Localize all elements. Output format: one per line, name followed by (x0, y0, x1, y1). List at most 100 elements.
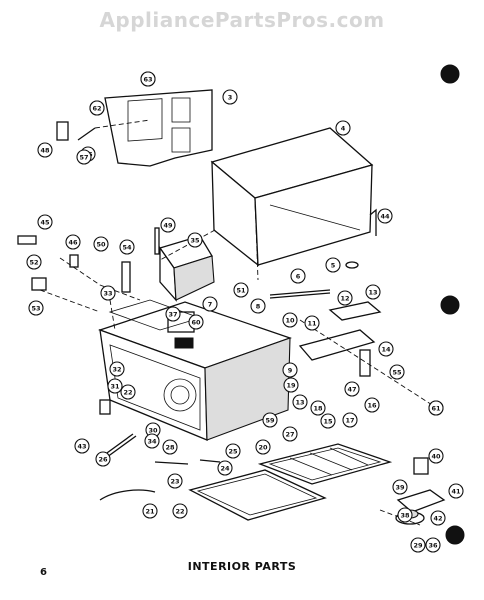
callout-label: 13 (295, 399, 304, 407)
callout-label: 16 (367, 402, 377, 410)
callout-7: 7 (202, 296, 218, 312)
callout-label: 27 (285, 431, 294, 439)
callout-51: 51 (233, 282, 249, 298)
callout-label: 49 (163, 222, 173, 230)
binding-hole-top (440, 64, 460, 84)
callout-label: 61 (431, 405, 441, 413)
callout-19: 19 (283, 377, 299, 393)
callout-label: 40 (431, 453, 441, 461)
diagram-caption: INTERIOR PARTS (187, 560, 297, 573)
part-47-clip (17, 235, 37, 245)
callout-23: 23 (167, 473, 183, 489)
callout-9: 9 (282, 362, 298, 378)
callout-label: 46 (68, 239, 78, 247)
part-42-plate (413, 457, 429, 475)
part-57-bracket (359, 349, 371, 377)
part-26-rod (199, 459, 221, 463)
callout-38: 38 (397, 507, 413, 523)
callout-label: 48 (40, 147, 50, 155)
callout-42: 42 (430, 510, 446, 526)
part-60-screw (77, 127, 96, 141)
part-46-clip (369, 208, 377, 236)
part-51-bracket (154, 227, 160, 255)
callout-12: 12 (337, 290, 353, 306)
part-37-base (174, 337, 194, 349)
callout-label: 7 (208, 301, 213, 309)
callout-label: 32 (112, 366, 121, 374)
callout-54: 54 (119, 239, 135, 255)
callout-60: 60 (188, 314, 204, 330)
callout-label: 11 (307, 320, 317, 328)
callout-label: 22 (175, 508, 184, 516)
callout-label: 53 (31, 305, 40, 313)
callout-59: 59 (262, 412, 278, 428)
callout-label: 62 (92, 105, 101, 113)
callout-label: 44 (380, 213, 390, 221)
callout-41: 41 (448, 483, 464, 499)
callout-label: 52 (29, 259, 38, 267)
callout-40: 40 (428, 448, 444, 464)
callout-label: 59 (265, 417, 275, 425)
callout-52: 52 (26, 254, 42, 270)
callout-48: 48 (37, 142, 53, 158)
callout-label: 37 (168, 311, 177, 319)
part-56-bracket (121, 261, 131, 293)
callout-25: 25 (225, 443, 241, 459)
page-number: 6 (40, 567, 47, 578)
callout-label: 9 (288, 367, 293, 375)
callout-26: 26 (95, 451, 111, 467)
callout-27: 27 (282, 426, 298, 442)
callout-35: 35 (187, 232, 203, 248)
callout-label: 30 (148, 427, 158, 435)
callout-label: 38 (400, 512, 410, 520)
callout-16: 16 (364, 397, 380, 413)
callout-10: 10 (282, 312, 298, 328)
callout-label: 6 (296, 273, 301, 281)
callout-34: 34 (144, 433, 160, 449)
callout-32: 32 (109, 361, 125, 377)
callout-label: 22 (123, 389, 132, 397)
callout-label: 12 (340, 295, 349, 303)
callout-label: 57 (79, 154, 88, 162)
callout-label: 39 (395, 484, 405, 492)
callout-label: 21 (145, 508, 155, 516)
callout-43: 43 (74, 438, 90, 454)
callout-label: 3 (228, 94, 233, 102)
part-48-switch (69, 254, 79, 268)
callout-53: 53 (28, 300, 44, 316)
callout-50: 50 (93, 236, 109, 252)
part-24-rod (154, 461, 189, 465)
callout-62: 62 (89, 100, 105, 116)
callout-55: 55 (389, 364, 405, 380)
part-12-cover (328, 301, 382, 321)
binding-hole-bottom (445, 525, 465, 545)
glass-tray-part (188, 469, 327, 521)
callout-label: 29 (413, 542, 423, 550)
callout-label: 41 (451, 488, 461, 496)
watermark: AppliancePartsPros.com (99, 8, 385, 32)
callout-label: 28 (165, 444, 175, 452)
callout-label: 51 (236, 287, 246, 295)
callout-61: 61 (428, 400, 444, 416)
callout-21: 21 (142, 503, 158, 519)
callout-label: 20 (258, 444, 268, 452)
back-panel-part (104, 89, 213, 167)
callout-20: 20 (255, 439, 271, 455)
part-14-panel (298, 329, 376, 361)
callout-label: 43 (77, 443, 86, 451)
callout-label: 26 (98, 456, 108, 464)
callout-label: 8 (256, 303, 261, 311)
callout-label: 31 (110, 383, 120, 391)
callout-28: 28 (162, 439, 178, 455)
callout-44: 44 (377, 208, 393, 224)
callout-36: 36 (425, 537, 441, 553)
callout-label: 15 (323, 418, 333, 426)
callout-57: 57 (76, 149, 92, 165)
callout-label: 63 (143, 76, 152, 84)
callout-39: 39 (392, 479, 408, 495)
callout-label: 47 (347, 386, 356, 394)
callout-14: 14 (378, 341, 394, 357)
callout-22: 22 (172, 503, 188, 519)
callout-label: 50 (96, 241, 106, 249)
